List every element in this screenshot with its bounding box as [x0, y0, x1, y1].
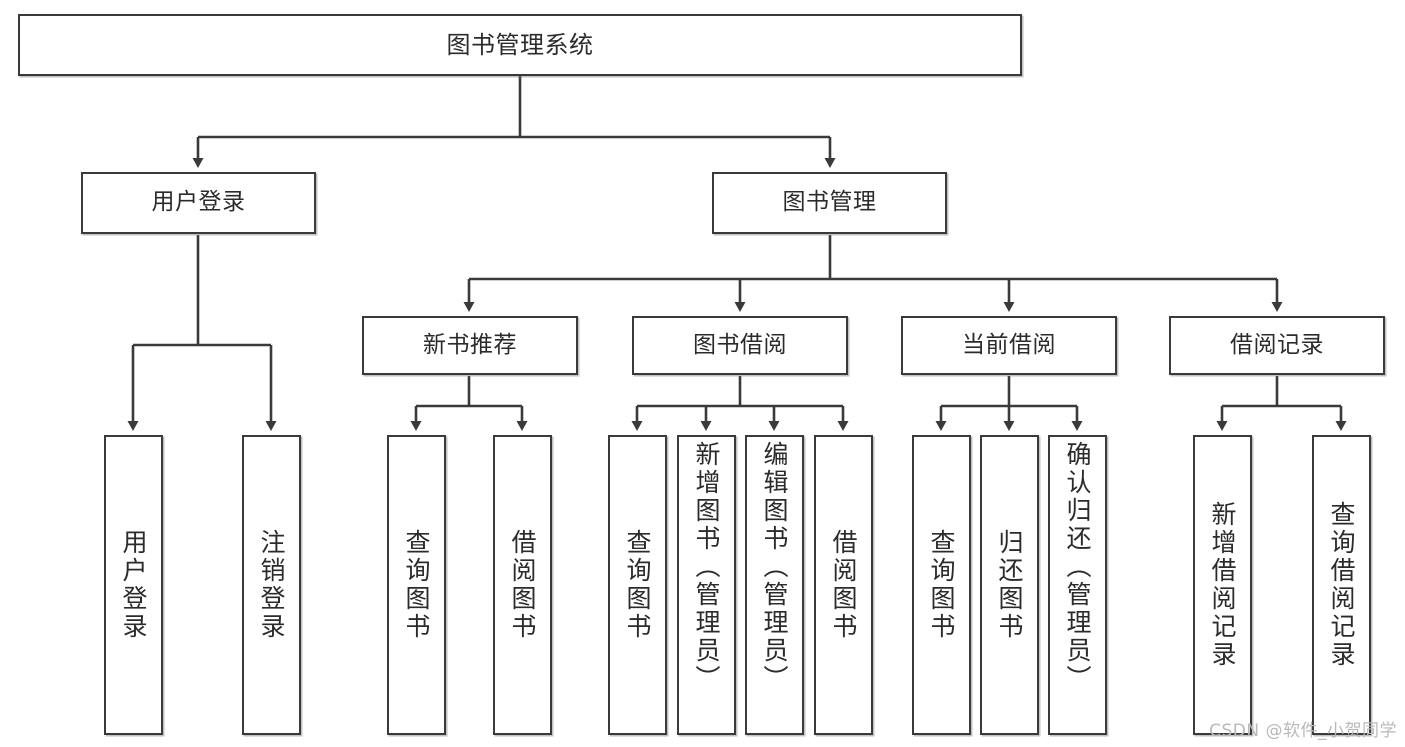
leaf-query-books-current-label: 查询图书: [927, 529, 956, 641]
node-book-management-label: 图书管理: [782, 189, 877, 216]
leaf-edit-book-admin[interactable]: 编辑图书（管理员）: [745, 435, 804, 735]
node-new-book-recommend[interactable]: 新书推荐: [362, 316, 578, 375]
leaf-borrow-books-recommend[interactable]: 借阅图书: [493, 435, 552, 735]
node-user-login-label: 用户登录: [151, 189, 246, 216]
leaf-query-borrow-record[interactable]: 查询借阅记录: [1312, 435, 1371, 735]
node-new-book-recommend-label: 新书推荐: [423, 331, 517, 358]
leaf-logout-label: 注销登录: [257, 529, 286, 641]
node-borrow-records-label: 借阅记录: [1230, 331, 1324, 358]
node-current-borrow[interactable]: 当前借阅: [901, 316, 1117, 375]
watermark: CSDN @软件_小贺同学: [1209, 721, 1397, 741]
node-book-management[interactable]: 图书管理: [712, 172, 947, 234]
leaf-logout[interactable]: 注销登录: [242, 435, 301, 735]
node-borrow-records[interactable]: 借阅记录: [1169, 316, 1385, 375]
leaf-return-books[interactable]: 归还图书: [980, 435, 1039, 735]
leaf-query-books-current[interactable]: 查询图书: [912, 435, 971, 735]
leaf-query-borrow-record-label: 查询借阅记录: [1327, 501, 1356, 669]
leaf-add-book-admin-label: 新增图书（管理员）: [692, 441, 721, 693]
leaf-add-borrow-record[interactable]: 新增借阅记录: [1193, 435, 1252, 735]
leaf-borrow-books-borrow-label: 借阅图书: [829, 529, 858, 641]
leaf-confirm-return-admin[interactable]: 确认归还（管理员）: [1048, 435, 1107, 735]
node-user-login[interactable]: 用户登录: [81, 172, 316, 234]
node-current-borrow-label: 当前借阅: [962, 331, 1056, 358]
leaf-edit-book-admin-label: 编辑图书（管理员）: [760, 441, 789, 693]
leaf-borrow-books-borrow[interactable]: 借阅图书: [814, 435, 873, 735]
node-book-borrow-label: 图书借阅: [693, 331, 787, 358]
leaf-user-login-label: 用户登录: [119, 529, 148, 641]
leaf-user-login[interactable]: 用户登录: [104, 435, 163, 735]
node-book-borrow[interactable]: 图书借阅: [632, 316, 848, 375]
leaf-confirm-return-admin-label: 确认归还（管理员）: [1063, 441, 1092, 693]
leaf-query-books-borrow[interactable]: 查询图书: [608, 435, 667, 735]
leaf-query-books-recommend-label: 查询图书: [402, 529, 431, 641]
leaf-query-books-recommend[interactable]: 查询图书: [387, 435, 446, 735]
leaf-query-books-borrow-label: 查询图书: [623, 529, 652, 641]
leaf-return-books-label: 归还图书: [995, 529, 1024, 641]
leaf-add-borrow-record-label: 新增借阅记录: [1208, 501, 1237, 669]
leaf-borrow-books-recommend-label: 借阅图书: [508, 529, 537, 641]
node-root-label: 图书管理系统: [446, 30, 594, 59]
node-root[interactable]: 图书管理系统: [18, 14, 1022, 76]
leaf-add-book-admin[interactable]: 新增图书（管理员）: [677, 435, 736, 735]
